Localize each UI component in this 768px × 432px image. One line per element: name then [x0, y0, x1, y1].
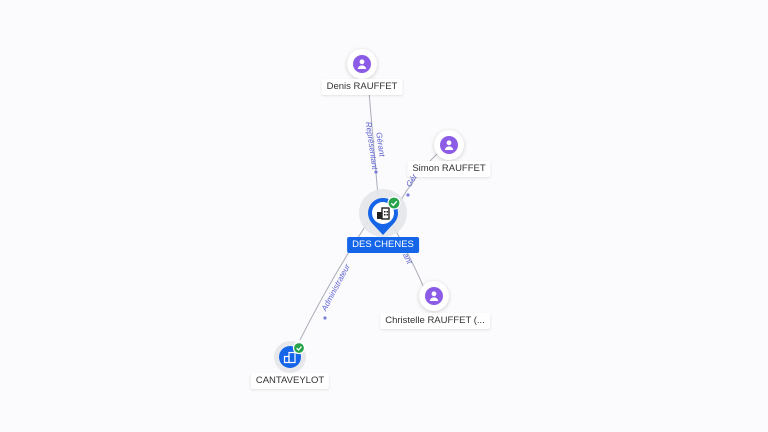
christelle-rauffet-node[interactable]: [419, 281, 449, 311]
edge-arrow: [406, 193, 410, 197]
building-icon: [377, 207, 390, 220]
denis-rauffet-node[interactable]: [347, 49, 377, 79]
des-chenes-label[interactable]: DES CHENES: [347, 237, 419, 253]
building-icon: [283, 351, 296, 364]
edge-arrow: [323, 316, 327, 320]
cantaveylot-label[interactable]: CANTAVEYLOT: [250, 373, 330, 389]
edge-cantaveylot-main: [299, 221, 369, 341]
person-icon: [429, 291, 439, 301]
verified-check-icon: [387, 196, 401, 210]
denis-rauffet-label[interactable]: Denis RAUFFET: [321, 79, 403, 95]
simon-rauffet-node[interactable]: [434, 130, 464, 160]
person-icon: [357, 59, 367, 69]
edge-denis-main: [368, 91, 379, 197]
edge-arrow: [374, 170, 378, 174]
cantaveylot-node[interactable]: [274, 341, 306, 373]
main-company-node[interactable]: [359, 189, 407, 237]
person-icon: [444, 140, 454, 150]
christelle-rauffet-label[interactable]: Christelle RAUFFET (...: [380, 313, 490, 329]
simon-rauffet-label[interactable]: Simon RAUFFET: [407, 161, 491, 177]
verified-check-icon: [292, 341, 306, 355]
